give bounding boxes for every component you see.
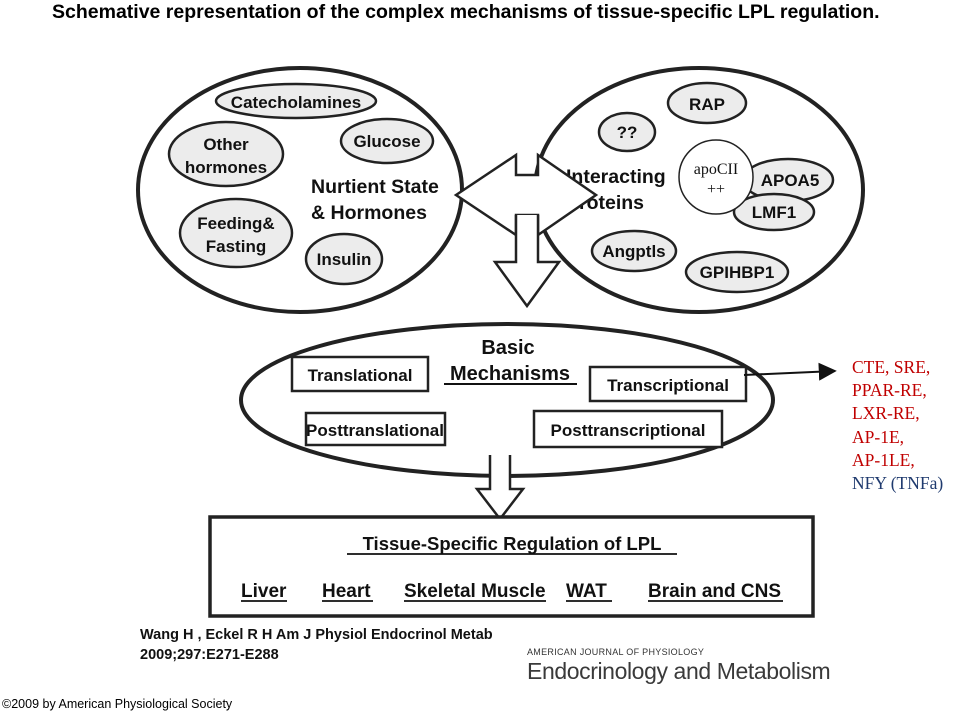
posttranslational-box bbox=[304, 411, 447, 447]
unknown-oval bbox=[597, 111, 657, 153]
rap-label: RAP bbox=[689, 95, 725, 114]
angptls-oval bbox=[590, 229, 678, 273]
rap-oval bbox=[666, 81, 748, 125]
glucose-oval bbox=[339, 117, 435, 165]
interacting-heading-1: Interacting bbox=[566, 166, 666, 188]
tissue-liver: Liver bbox=[241, 581, 287, 602]
unknown-label: ?? bbox=[617, 123, 638, 142]
insulin-oval bbox=[304, 232, 384, 286]
transcriptional-label: Transcriptional bbox=[607, 376, 729, 395]
posttranscriptional-box bbox=[532, 409, 724, 449]
tissue-heading: Tissue-Specific Regulation of LPL bbox=[363, 533, 662, 554]
nutrient-heading-2: & Hormones bbox=[311, 202, 427, 224]
feeding-fasting-label-1: Feeding& bbox=[197, 214, 274, 233]
catecholamines-oval bbox=[214, 82, 378, 120]
angptls-label: Angptls bbox=[602, 242, 665, 261]
nutrient-heading-1: Nurtient State bbox=[311, 176, 439, 198]
slide-title: Schemative representation of the complex… bbox=[52, 1, 880, 23]
basic-heading-1: Basic bbox=[481, 337, 534, 359]
gpihbp1-label: GPIHBP1 bbox=[700, 263, 775, 282]
tissue-skeletal-muscle: Skeletal Muscle bbox=[404, 581, 546, 602]
basic-heading-2: Mechanisms bbox=[450, 363, 570, 385]
response-element-arrow bbox=[743, 362, 837, 381]
journal-logo-small: AMERICAN JOURNAL OF PHYSIOLOGY bbox=[527, 647, 705, 657]
catecholamines-label: Catecholamines bbox=[231, 93, 361, 112]
response-element-item: AP-1E, bbox=[852, 426, 905, 447]
lmf1-oval bbox=[732, 192, 816, 232]
citation: Wang H , Eckel R H Am J Physiol Endocrin… bbox=[140, 625, 493, 665]
gpihbp1-oval bbox=[684, 250, 790, 294]
tissue-regulation-box bbox=[208, 515, 815, 618]
feeding-fasting-label-2: Fasting bbox=[206, 237, 266, 256]
response-element-item: AP-1LE, bbox=[852, 449, 915, 470]
apocii-circle bbox=[678, 139, 754, 215]
insulin-label: Insulin bbox=[317, 250, 372, 269]
response-element-item: PPAR-RE, bbox=[852, 380, 927, 401]
response-element-list: CTE, SRE, PPAR-RE, LXR-RE, AP-1E, AP-1LE… bbox=[852, 356, 943, 495]
response-element-item: CTE, SRE, bbox=[852, 357, 931, 377]
translational-label: Translational bbox=[308, 366, 413, 385]
response-element-item: LXR-RE, bbox=[852, 403, 920, 424]
transcriptional-box bbox=[588, 365, 748, 403]
translational-box bbox=[290, 355, 430, 393]
feeding-fasting-oval bbox=[178, 197, 294, 269]
other-hormones-label-2: hormones bbox=[185, 158, 267, 177]
posttranslational-label: Posttranslational bbox=[306, 421, 444, 440]
journal-logo-title: Endocrinology and Metabolism bbox=[527, 658, 831, 684]
other-hormones-oval bbox=[167, 120, 285, 188]
central-arrow-down bbox=[492, 215, 562, 309]
glucose-label: Glucose bbox=[353, 132, 420, 151]
apocii-label: apoCII bbox=[694, 161, 738, 178]
response-element-item: NFY (TNFa) bbox=[852, 473, 944, 494]
apocii-plusplus: ++ bbox=[707, 181, 725, 198]
tissue-wat: WAT bbox=[566, 581, 607, 602]
journal-logo: AMERICAN JOURNAL OF PHYSIOLOGY Endocrino… bbox=[527, 647, 831, 685]
other-hormones-label-1: Other bbox=[203, 135, 249, 154]
tissue-brain-cns: Brain and CNS bbox=[648, 581, 781, 602]
lmf1-label: LMF1 bbox=[752, 203, 796, 222]
copyright-notice: ©2009 by American Physiological Society bbox=[2, 697, 233, 711]
citation-line-1: Wang H , Eckel R H Am J Physiol Endocrin… bbox=[140, 627, 493, 643]
tissue-heart: Heart bbox=[322, 581, 371, 602]
posttranscriptional-label: Posttranscriptional bbox=[551, 421, 706, 440]
citation-line-2: 2009;297:E271-E288 bbox=[140, 647, 279, 663]
apoa5-label: APOA5 bbox=[761, 171, 820, 190]
